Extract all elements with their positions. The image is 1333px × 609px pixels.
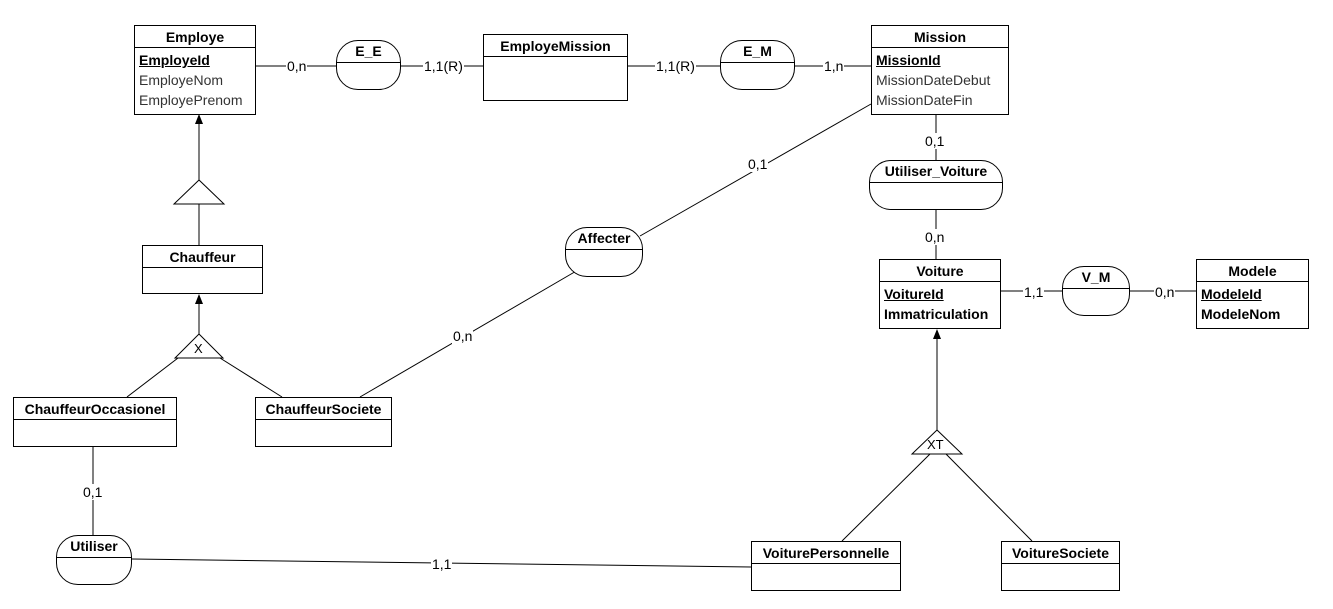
relation-title: Utiliser_Voiture — [870, 161, 1002, 183]
entity-chauffeuroccasionel[interactable]: ChauffeurOccasionel — [13, 397, 177, 447]
entity-title: Voiture — [880, 260, 1000, 282]
entity-voituresociete[interactable]: VoitureSociete — [1001, 541, 1120, 591]
entity-title: EmployeMission — [484, 35, 627, 57]
relation-title: Utiliser — [57, 536, 131, 558]
relation-e-m[interactable]: E_M — [720, 40, 795, 90]
entity-chauffeursociete[interactable]: ChauffeurSociete — [255, 397, 392, 447]
entity-title: Modele — [1197, 260, 1308, 282]
entity-title: ChauffeurOccasionel — [14, 398, 176, 420]
cardinality-label: 0,n — [286, 58, 308, 74]
cardinality-label: 1,1 — [431, 556, 453, 572]
attribute-key: EmployeId — [139, 52, 210, 68]
link-xt-voiturepersonnelle — [841, 453, 931, 542]
entity-title: Chauffeur — [143, 246, 262, 268]
cardinality-label: 0,1 — [82, 484, 104, 500]
entity-employe[interactable]: Employe EmployeId EmployeNom EmployePren… — [134, 25, 256, 115]
entity-title: VoiturePersonnelle — [752, 542, 900, 564]
cardinality-label: 1,1(R) — [655, 58, 696, 74]
attribute: EmployeNom — [139, 72, 224, 88]
arrowhead-employe — [195, 114, 203, 124]
cardinality-label: 0,1 — [924, 133, 946, 149]
link-x-chauffeuroccasionel — [126, 357, 179, 398]
entity-title: Employe — [135, 26, 255, 48]
link-xt-voituresociete — [945, 453, 1033, 542]
inheritance-triangle-voiture — [910, 429, 964, 455]
relation-title: E_M — [721, 41, 794, 63]
relation-title: Affecter — [566, 228, 642, 250]
entity-voiture[interactable]: Voiture VoitureId Immatriculation — [879, 259, 1001, 329]
attribute-key: MissionId — [876, 52, 941, 68]
entity-title: ChauffeurSociete — [256, 398, 391, 420]
entity-voiturepersonnelle[interactable]: VoiturePersonnelle — [751, 541, 901, 591]
entity-employemission[interactable]: EmployeMission — [483, 34, 628, 101]
arrowhead-voiture — [933, 329, 941, 339]
cardinality-label: 0,n — [924, 229, 946, 245]
attribute-key: VoitureId — [884, 286, 944, 302]
inheritance-label-xt: XT — [927, 437, 944, 452]
attribute: EmployePrenom — [139, 92, 243, 108]
attribute: Immatriculation — [884, 306, 989, 322]
entity-chauffeur[interactable]: Chauffeur — [142, 245, 263, 294]
cardinality-label: 1,n — [823, 58, 845, 74]
relation-v-m[interactable]: V_M — [1062, 266, 1130, 316]
link-x-chauffeursociete — [219, 357, 283, 398]
relation-utiliser[interactable]: Utiliser — [56, 535, 132, 585]
cardinality-label: 1,1(R) — [423, 58, 464, 74]
relation-title: V_M — [1063, 267, 1129, 289]
inheritance-triangle-employe — [172, 179, 226, 205]
attribute: MissionDateDebut — [876, 72, 991, 88]
cardinality-label: 1,1 — [1023, 284, 1045, 300]
relation-e-e[interactable]: E_E — [336, 40, 401, 90]
cardinality-label: 0,1 — [747, 156, 769, 172]
inheritance-triangle-chauffeur — [173, 333, 225, 359]
entity-mission[interactable]: Mission MissionId MissionDateDebut Missi… — [871, 25, 1009, 115]
attribute: ModeleNom — [1201, 306, 1281, 322]
inheritance-label-x: X — [194, 341, 203, 356]
relation-utiliser-voiture[interactable]: Utiliser_Voiture — [869, 160, 1003, 210]
relation-title: E_E — [337, 41, 400, 63]
cardinality-label: 0,n — [1154, 284, 1176, 300]
attribute: MissionDateFin — [876, 92, 973, 108]
cardinality-label: 0,n — [452, 328, 474, 344]
relation-affecter[interactable]: Affecter — [565, 227, 643, 277]
entity-title: VoitureSociete — [1002, 542, 1119, 564]
entity-modele[interactable]: Modele ModeleId ModeleNom — [1196, 259, 1309, 329]
entity-title: Mission — [872, 26, 1008, 48]
attribute-key: ModeleId — [1201, 286, 1262, 302]
arrowhead-chauffeur — [195, 294, 203, 304]
